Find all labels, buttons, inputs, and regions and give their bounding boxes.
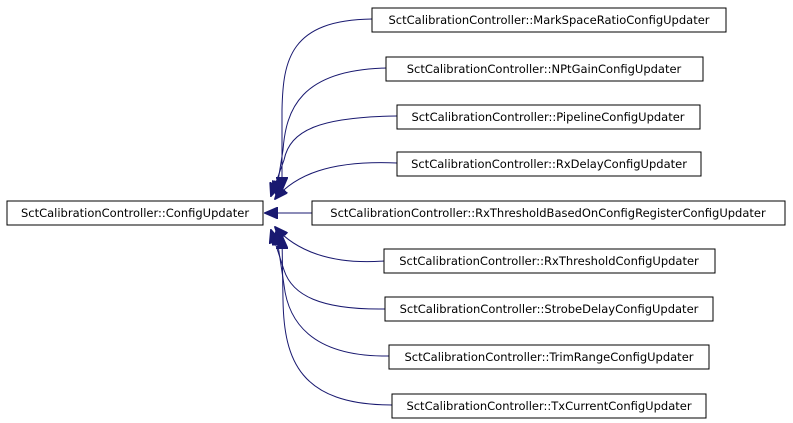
derived-class-label: SctCalibrationController::TrimRangeConfi… — [405, 350, 694, 364]
derived-class-node-strobedelay[interactable]: SctCalibrationController::StrobeDelayCon… — [384, 296, 714, 322]
derived-class-node-rxthreshold[interactable]: SctCalibrationController::RxThresholdCon… — [383, 248, 716, 274]
edge-pipeline — [271, 115, 398, 196]
derived-class-label: SctCalibrationController::PipelineConfig… — [411, 110, 684, 124]
derived-class-label: SctCalibrationController::RxThresholdBas… — [330, 206, 766, 220]
derived-class-node-rxthresholdbasedonconfigregister[interactable]: SctCalibrationController::RxThresholdBas… — [311, 200, 786, 226]
derived-class-node-nptgain[interactable]: SctCalibrationController::NPtGainConfigU… — [385, 56, 704, 82]
edge-strobedelay — [271, 230, 386, 310]
derived-class-label: SctCalibrationController::RxThresholdCon… — [399, 254, 699, 268]
inheritance-edges — [265, 18, 398, 406]
derived-class-label: SctCalibrationController::MarkSpaceRatio… — [388, 13, 709, 27]
edge-rxdelay — [275, 162, 398, 199]
base-class-node[interactable]: SctCalibrationController::ConfigUpdater — [6, 200, 264, 226]
derived-class-label: SctCalibrationController::StrobeDelayCon… — [400, 302, 699, 316]
base-class-label: SctCalibrationController::ConfigUpdater — [21, 206, 249, 220]
class-nodes: SctCalibrationController::ConfigUpdater … — [6, 7, 786, 419]
edge-txcurrent — [282, 236, 393, 406]
derived-class-node-txcurrent[interactable]: SctCalibrationController::TxCurrentConfi… — [391, 393, 707, 419]
derived-class-node-markspaceratio[interactable]: SctCalibrationController::MarkSpaceRatio… — [371, 7, 727, 33]
edge-nptgain — [276, 67, 387, 194]
edge-trimrange — [276, 232, 390, 357]
derived-class-label: SctCalibrationController::TxCurrentConfi… — [406, 399, 691, 413]
edge-rxthreshold — [275, 227, 385, 263]
derived-class-node-pipeline[interactable]: SctCalibrationController::PipelineConfig… — [396, 104, 701, 130]
derived-class-label: SctCalibrationController::RxDelayConfigU… — [411, 157, 687, 171]
derived-class-label: SctCalibrationController::NPtGainConfigU… — [407, 62, 682, 76]
derived-class-node-trimrange[interactable]: SctCalibrationController::TrimRangeConfi… — [388, 344, 710, 370]
derived-class-node-rxdelay[interactable]: SctCalibrationController::RxDelayConfigU… — [396, 151, 702, 177]
edge-markspaceratio — [282, 18, 373, 190]
